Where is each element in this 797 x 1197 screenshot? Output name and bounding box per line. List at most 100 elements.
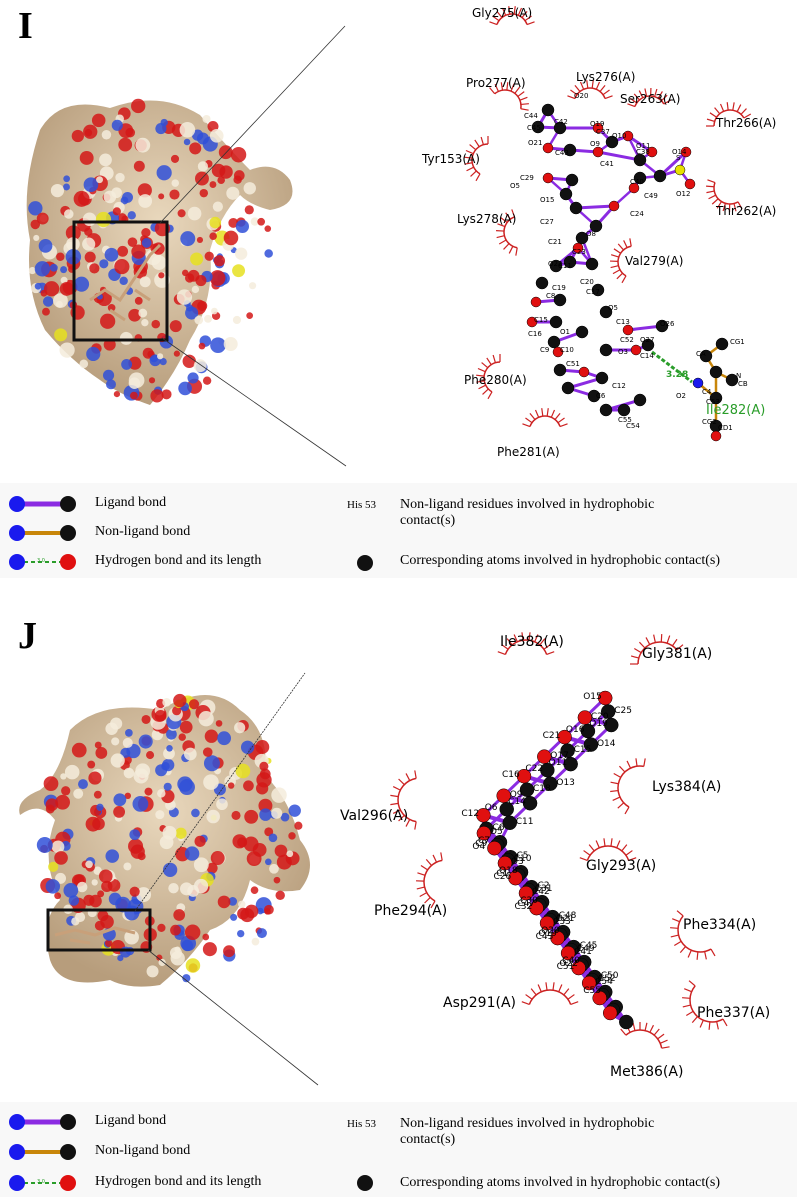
surface-patch — [141, 238, 152, 248]
residue-label: Phe281(A) — [497, 445, 560, 459]
surface-patch — [114, 258, 130, 275]
surface-patch — [84, 129, 93, 137]
atom-label: O11 — [548, 758, 568, 769]
atom — [563, 255, 577, 269]
surface-patch — [264, 904, 274, 915]
surface-patch — [186, 304, 194, 312]
atom-label: C18 — [533, 783, 551, 794]
residue-label: Asp291(A) — [443, 995, 516, 1011]
surface-patch — [286, 850, 294, 858]
hbond-length: 3.28 — [666, 370, 689, 380]
hydrophobic-contact-arc — [464, 136, 489, 182]
surface-patch — [202, 942, 217, 957]
surface-patch — [198, 711, 214, 727]
atom-label: C49 — [644, 192, 658, 200]
atom — [526, 316, 538, 328]
surface-patch — [181, 269, 189, 277]
atom — [710, 430, 722, 442]
surface-patch — [111, 119, 123, 131]
atom — [539, 915, 555, 931]
surface-patch — [177, 209, 186, 218]
atom-label: C44 — [524, 112, 538, 120]
atom — [617, 403, 631, 417]
residue-label: Ile382(A) — [500, 634, 564, 650]
surface-patch — [212, 201, 223, 212]
surface-patch — [71, 742, 87, 758]
surface-patch — [138, 308, 148, 318]
surface-patch — [202, 376, 212, 385]
surface-patch — [230, 913, 238, 921]
atom-label: C11 — [515, 816, 534, 827]
atom — [553, 121, 567, 135]
surface-patch — [163, 782, 172, 791]
surface-patch — [173, 693, 187, 708]
surface-patch — [196, 132, 209, 145]
surface-patch — [184, 846, 200, 861]
surface-patch — [249, 282, 257, 290]
atom — [552, 346, 564, 358]
atom-label: O5 — [510, 182, 520, 190]
atom — [589, 219, 603, 233]
atom-label: C26 — [493, 872, 512, 883]
surface-patch — [157, 923, 166, 932]
surface-patch — [99, 153, 112, 167]
atom-label: C40 — [630, 178, 644, 186]
surface-patch — [159, 835, 174, 850]
residue-label: Gly275(A) — [472, 6, 533, 20]
surface-patch — [40, 289, 48, 297]
surface-patch — [141, 227, 151, 238]
atom-label: O27 — [640, 336, 655, 344]
atom-label: S — [676, 154, 681, 162]
surface-patch — [87, 760, 96, 769]
atom-label: C25 — [614, 705, 632, 716]
atom-label: C42 — [554, 118, 568, 126]
surface-patch — [146, 751, 155, 760]
surface-patch — [120, 747, 131, 758]
atom — [522, 795, 538, 811]
atom-label: O17 — [550, 750, 569, 761]
atom — [572, 242, 584, 254]
atom — [529, 900, 544, 916]
atom-label: C32 — [514, 902, 533, 913]
surface-patch — [189, 142, 202, 155]
legend-ligand-bond: Ligand bond — [95, 1113, 167, 1128]
atom-label: O5 — [608, 304, 618, 312]
surface-patch — [117, 213, 127, 223]
surface-patch — [209, 232, 217, 240]
atom-label: O16 — [565, 725, 585, 736]
surface-patch — [264, 249, 273, 258]
atom — [561, 381, 575, 395]
hydrophobic-contact-arc — [706, 179, 743, 213]
surface-patch — [89, 263, 100, 274]
atom-label: C45 — [527, 124, 541, 132]
surface-patch — [211, 307, 218, 315]
surface-patch — [159, 358, 167, 366]
surface-patch — [166, 728, 177, 740]
surface-patch — [184, 924, 201, 941]
surface-patch — [85, 860, 93, 869]
atom-label: C30 — [520, 896, 538, 907]
ligand-bond — [575, 204, 615, 210]
surface-patch — [173, 350, 180, 357]
surface-patch — [264, 858, 272, 866]
hydrogen-bond — [651, 350, 693, 384]
surface-patch — [45, 804, 55, 814]
surface-patch — [173, 909, 186, 921]
surface-patch — [181, 939, 194, 952]
surface-patch — [190, 252, 204, 266]
surface-patch — [209, 181, 217, 189]
atom — [699, 349, 713, 363]
surface-patch — [216, 798, 228, 811]
surface-patch — [117, 245, 129, 257]
surface-patch — [84, 227, 93, 236]
surface-patch — [274, 844, 288, 858]
atom — [599, 343, 613, 357]
atom — [595, 371, 609, 385]
surface-patch — [119, 331, 133, 345]
surface-patch — [184, 747, 197, 761]
surface-patch — [161, 389, 172, 400]
atom-label: C52 — [597, 974, 616, 985]
surface-patch — [170, 154, 180, 163]
legend-nonligand-residues: Non-ligand residues involved in hydropho… — [400, 1116, 655, 1147]
surface-patch — [269, 863, 279, 874]
